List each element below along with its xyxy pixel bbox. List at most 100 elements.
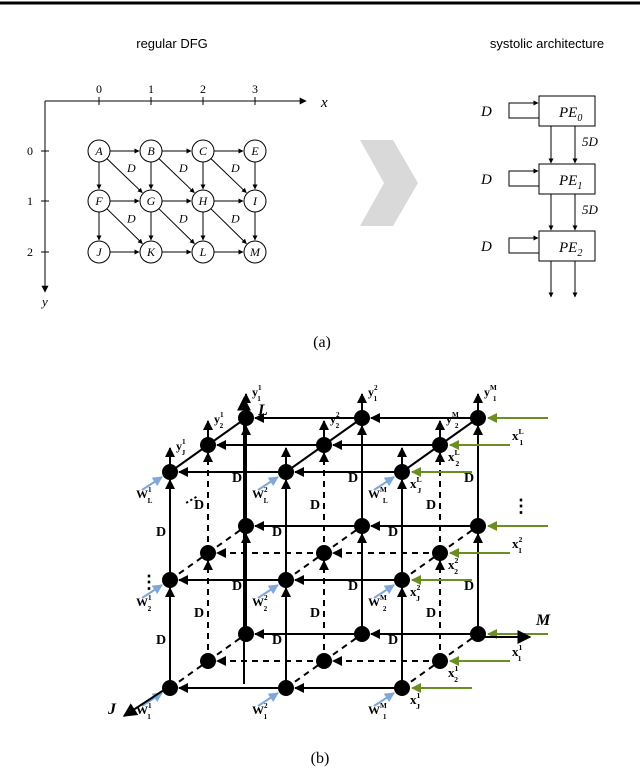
arch-title: systolic architecture [490, 36, 604, 51]
dfg-node-label: B [147, 144, 155, 158]
pe-node [394, 680, 410, 696]
dfg-node [191, 139, 215, 163]
dfg-node [87, 139, 111, 163]
pe-node [238, 410, 254, 426]
dfg-node [87, 189, 111, 213]
delay-label: D [194, 606, 204, 621]
dfg-delay-label: D [178, 212, 188, 226]
y-tick-label: 0 [27, 144, 33, 158]
pe-box [538, 163, 596, 195]
dfg-node [191, 189, 215, 213]
pe-node [162, 680, 178, 696]
dfg-node [191, 240, 215, 264]
pe-delay-label: D [480, 104, 492, 120]
delay-label: D [232, 471, 242, 486]
dfg-edge-diagonal [106, 208, 143, 244]
dfg-title: regular DFG [136, 36, 208, 51]
pe-node [200, 653, 216, 669]
dfg-edge-diagonal [158, 158, 195, 194]
pe-self-loop [508, 235, 539, 254]
axis-J [122, 685, 171, 717]
w-input-arrow [257, 692, 279, 707]
dfg-node-label: J [96, 245, 102, 259]
dfg-delay-label: D [230, 212, 240, 226]
w-input-arrow [141, 692, 163, 707]
w-input-arrow [257, 476, 279, 491]
pe-label: PE2 [558, 240, 582, 259]
ellipsis: ⋮ [512, 496, 530, 516]
dfg-node [139, 189, 163, 213]
w-input-arrow [257, 584, 279, 599]
delay-label: D [232, 579, 242, 594]
pe-node [162, 464, 178, 480]
pe-delay-label: D [480, 172, 492, 188]
pe-node [238, 626, 254, 642]
pe-label: PE1 [558, 173, 582, 192]
inter-pe-delay-label: 5D [582, 202, 599, 217]
pe-node [316, 545, 332, 561]
pe-node [278, 680, 294, 696]
pe-node [238, 518, 254, 534]
inter-pe-delay-label: 5D [582, 134, 599, 149]
dfg-node-label: G [147, 194, 156, 208]
x-tick-label: 2 [200, 82, 206, 96]
pe-node [316, 653, 332, 669]
dfg-node-label: E [250, 144, 259, 158]
x-axis-label: x [320, 95, 328, 111]
dfg-delay-label: D [126, 161, 136, 175]
pe-node [470, 626, 486, 642]
dfg-delay-label: D [178, 161, 188, 175]
pe-node [470, 410, 486, 426]
pe-node [278, 572, 294, 588]
pe-node [394, 464, 410, 480]
dfg-node-label: M [249, 245, 261, 259]
delay-label: D [156, 525, 166, 540]
pe-node [432, 437, 448, 453]
pe-node [278, 464, 294, 480]
dfg-edges [96, 148, 258, 255]
w-input-arrow [373, 584, 395, 599]
x-tick-label: 3 [252, 82, 258, 96]
pe-self-loop [508, 100, 539, 119]
dfg-node-label: I [252, 194, 258, 208]
dfg-node-label: L [199, 245, 207, 259]
delay-label: D [310, 498, 320, 513]
dfg-edge-diagonal [106, 158, 143, 194]
pe-node [354, 410, 370, 426]
pe-node [200, 545, 216, 561]
ellipsis: ⋮ [140, 572, 158, 592]
dfg-node-label: F [94, 194, 103, 208]
pe-node [432, 545, 448, 561]
delay-label: D [310, 606, 320, 621]
pe-node [470, 518, 486, 534]
dfg-edge-diagonal [210, 158, 247, 194]
delay-label: D [426, 606, 436, 621]
axis-M-label: M [535, 612, 551, 629]
dfg-delay-label: D [230, 161, 240, 175]
x-tick-label: 0 [96, 82, 102, 96]
pe-node [162, 572, 178, 588]
pe-delay-label: D [480, 239, 492, 255]
pe-node [316, 437, 332, 453]
mesh-nodes [162, 410, 486, 696]
delay-label: D [388, 525, 398, 540]
dfg-node [243, 240, 267, 264]
delay-label: D [426, 498, 436, 513]
pe-node [354, 518, 370, 534]
